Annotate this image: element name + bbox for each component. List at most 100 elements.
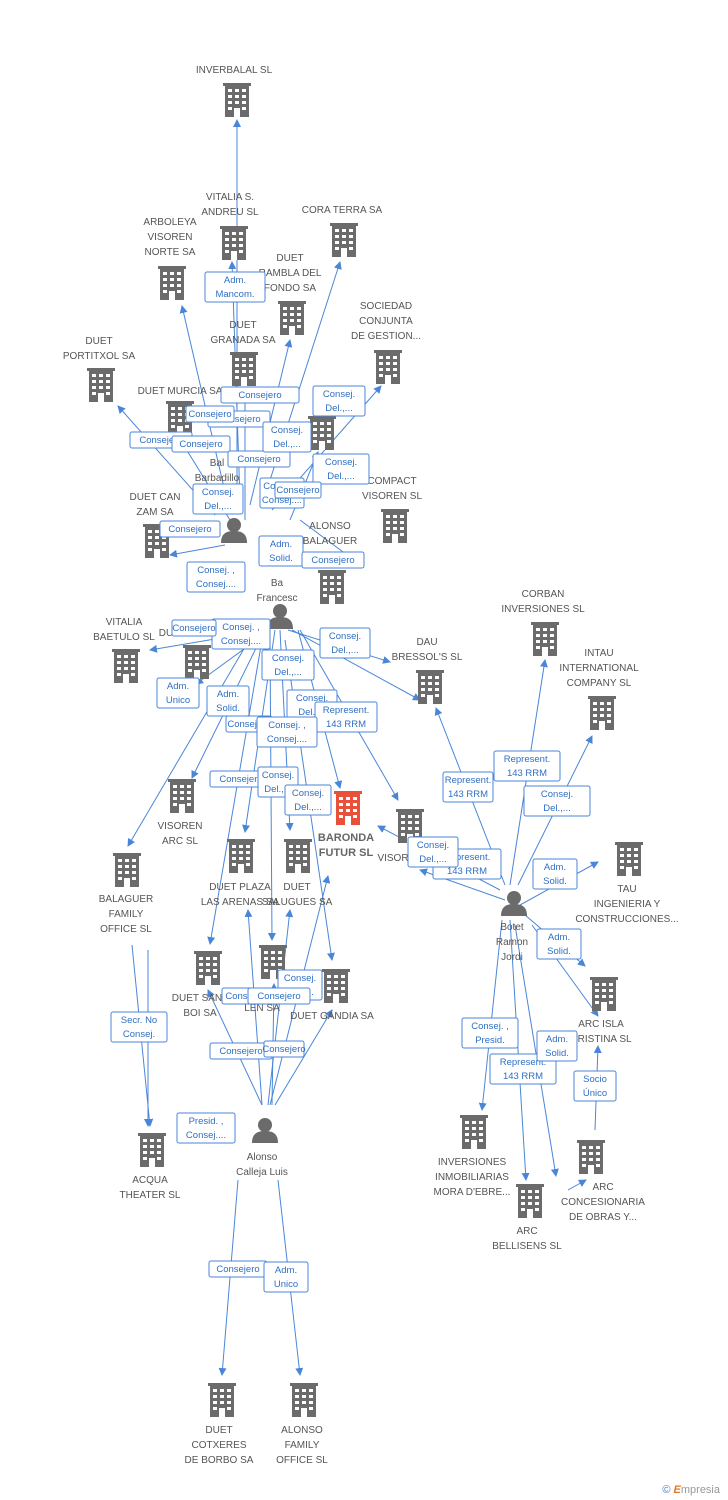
node-label[interactable]: DUET MURCIA SA <box>138 386 223 397</box>
node-label[interactable]: DUET GANDIA SA <box>290 1011 374 1022</box>
edge-label[interactable]: Adm.Unico <box>156 677 200 709</box>
edge-label[interactable]: Consej. ,Presid. <box>461 1017 519 1049</box>
company-node-duet-murcia[interactable]: DUET MURCIA SA <box>138 386 223 435</box>
edge-label[interactable]: Consejero <box>171 619 217 637</box>
edge-label[interactable]: Consejero <box>274 481 322 499</box>
company-node-duet-gandia[interactable]: DUET GANDIA SA <box>290 969 374 1022</box>
edge-label[interactable]: Consej. ,Consej.... <box>211 618 271 650</box>
edge-label[interactable]: Consejero <box>159 520 221 538</box>
node-label[interactable]: INVERBALAL SL <box>196 65 273 76</box>
node-label[interactable]: LEN SA <box>244 1003 280 1014</box>
company-node-cora-terra[interactable]: CORA TERRA SA <box>302 205 383 257</box>
edge-label[interactable]: Adm.Solid. <box>532 858 578 890</box>
edge-label[interactable]: Consejero <box>220 386 300 404</box>
edge-label[interactable]: Consejero <box>171 435 231 453</box>
edge-label[interactable]: Adm.Solid. <box>258 535 304 567</box>
edge-label[interactable]: Adm.Mancom. <box>204 271 266 303</box>
edge-label[interactable]: Consej.Del.,... <box>319 627 371 659</box>
edge-label[interactable]: Represent.143 RRM <box>314 701 378 733</box>
edge-label[interactable]: Adm.Unico <box>263 1261 309 1293</box>
node-label[interactable]: VISOR <box>377 853 408 864</box>
edge-label[interactable]: Adm.Solid. <box>536 928 582 960</box>
edge-label[interactable]: Consej.Del.,... <box>407 836 459 868</box>
edge-label[interactable]: Consej.Del.,... <box>262 421 312 453</box>
edge-label[interactable]: Consejero <box>262 1040 306 1058</box>
node-label[interactable]: CORA TERRA SA <box>302 205 383 216</box>
company-node-du-partial[interactable]: DU <box>159 628 211 679</box>
edge-label[interactable]: Presid. ,Consej.... <box>176 1112 236 1144</box>
node-label[interactable]: VITALIA S.ANDREU SL <box>201 192 259 218</box>
company-node-inverbalal[interactable]: INVERBALAL SL <box>196 65 273 117</box>
company-node-vitalia-andreu[interactable]: VITALIA S.ANDREU SL <box>201 192 259 260</box>
edge-label[interactable]: Represent.143 RRM <box>442 771 494 803</box>
edge-label[interactable]: Consej. ,Consej.... <box>186 561 246 593</box>
edge-label[interactable]: Consej. ,Consej.... <box>256 716 318 748</box>
edge-label[interactable]: Consej.Del.,... <box>312 385 366 417</box>
edge-label[interactable]: Consejero <box>227 450 291 468</box>
edge-label[interactable]: Consejero <box>209 1042 273 1060</box>
edge-label[interactable]: Consejero <box>247 987 311 1005</box>
company-node-visor-partial[interactable]: VISOR <box>377 809 424 864</box>
edge-label[interactable]: Consej.Del.,... <box>284 784 332 816</box>
company-node-duet-partial2[interactable]: LEN SA <box>244 945 287 1014</box>
node-label[interactable]: DU <box>159 628 173 639</box>
edge-label[interactable]: Adm.Solid. <box>536 1030 578 1062</box>
edge-label[interactable]: Adm.Solid. <box>206 685 250 717</box>
edge-label[interactable]: Consej.Del.,... <box>192 483 244 515</box>
edge-label[interactable]: Represent.143 RRM <box>493 750 561 782</box>
edge-label[interactable]: Consejero <box>208 1260 268 1278</box>
edge-label[interactable]: Consej.Del.,... <box>523 785 591 817</box>
